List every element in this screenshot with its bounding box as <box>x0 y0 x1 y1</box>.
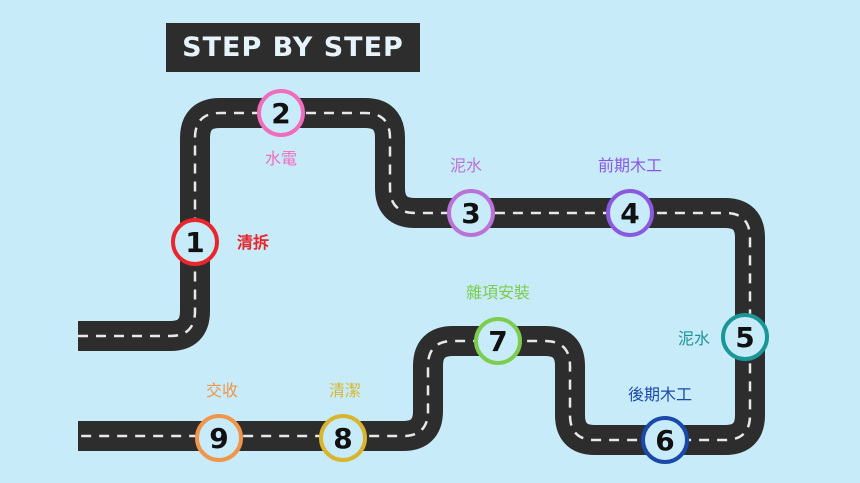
step-8-label: 清潔 <box>328 381 362 400</box>
step-7-label: 雜項安裝 <box>465 283 531 302</box>
step-number: 7 <box>488 325 507 358</box>
step-1-marker: 1 <box>171 218 219 266</box>
step-circle <box>319 414 367 462</box>
step-1-label: 清拆 <box>236 233 270 252</box>
step-circle <box>195 414 243 462</box>
step-9-marker: 9 <box>195 414 243 462</box>
step-circle <box>257 89 305 137</box>
step-number: 3 <box>461 197 480 230</box>
road-lane-dashes <box>78 111 752 442</box>
step-3-marker: 3 <box>447 189 495 237</box>
step-2-label: 水電 <box>264 149 298 168</box>
step-number: 6 <box>655 424 674 457</box>
step-number: 2 <box>271 97 290 130</box>
step-6-label: 後期木工 <box>627 385 693 404</box>
step-circle <box>171 218 219 266</box>
step-number: 8 <box>333 422 352 455</box>
step-circle <box>606 189 654 237</box>
step-3-label: 泥水 <box>449 156 483 175</box>
step-circle <box>641 416 689 464</box>
step-circle <box>474 317 522 365</box>
step-number: 5 <box>735 321 754 354</box>
step-4-marker: 4 <box>606 189 654 237</box>
step-8-marker: 8 <box>319 414 367 462</box>
step-circle <box>721 313 769 361</box>
step-circle <box>447 189 495 237</box>
step-6-marker: 6 <box>641 416 689 464</box>
step-number: 9 <box>209 422 228 455</box>
step-number: 1 <box>185 226 204 259</box>
step-number: 4 <box>620 197 639 230</box>
step-4-label: 前期木工 <box>597 156 663 175</box>
step-7-marker: 7 <box>474 317 522 365</box>
step-5-marker: 5 <box>721 313 769 361</box>
step-5-label: 泥水 <box>677 329 711 348</box>
page-title: STEP BY STEP <box>166 23 420 72</box>
step-9-label: 交收 <box>205 381 239 400</box>
step-2-marker: 2 <box>257 89 305 137</box>
